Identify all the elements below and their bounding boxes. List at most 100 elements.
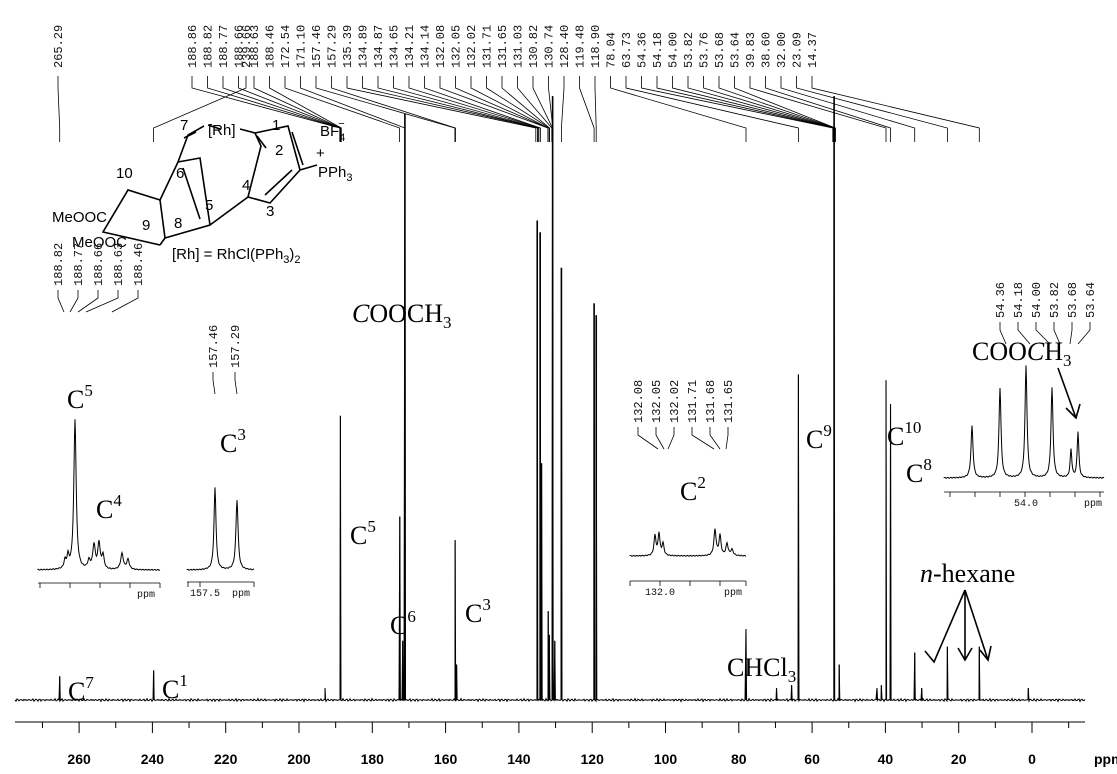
atom-number-5: 5 (205, 197, 213, 214)
x-tick-label-100: 100 (654, 751, 678, 767)
inset-peak-label: 131.65 (722, 380, 736, 423)
hexane-arrow-1 (924, 589, 966, 664)
inset-leader (212, 372, 216, 395)
peak-label: 131.71 (481, 25, 495, 68)
peak-label: 14.37 (806, 32, 820, 68)
atom-number-7: 7 (180, 117, 188, 134)
peak-label: 131.65 (496, 25, 510, 68)
inset-leader (85, 290, 119, 313)
peak-label-leader (269, 76, 342, 142)
peak-label-leader (424, 76, 541, 142)
peak-label-leader (57, 76, 61, 142)
peak-label-leader (734, 76, 836, 142)
peak-label-leader (377, 76, 539, 142)
x-axis-label: ppm (1094, 751, 1117, 767)
ester-bottom-label: MeOOC (72, 234, 127, 251)
peak-label: 134.65 (388, 25, 402, 68)
annotation-c8: C8 (906, 455, 932, 488)
peak-label-leader (579, 76, 595, 142)
inset-peak-label: 188.63 (112, 243, 126, 286)
peak-label: 188.46 (264, 25, 278, 68)
peak-label: 53.76 (698, 32, 712, 68)
peak-label-leader (656, 76, 834, 142)
peak-label: 188.77 (217, 25, 231, 68)
peak-label: 134.87 (372, 25, 386, 68)
c7-double-bond (183, 131, 197, 139)
inset-c5-label: C5 (67, 381, 93, 414)
inset-c2-label: C2 (680, 473, 706, 506)
peak-label: 54.36 (636, 32, 650, 68)
annotation-c1: C1 (162, 671, 188, 704)
inset-leader (667, 427, 675, 450)
pph3-label: PPh3 (318, 164, 352, 184)
peak-label-leader (153, 76, 247, 142)
rh-label: [Rh] (208, 122, 236, 139)
peak-label: 239.66 (240, 25, 254, 68)
inset-axis-unit: ppm (137, 590, 155, 601)
inset-peak-label: 131.71 (686, 380, 700, 423)
x-tick-label-220: 220 (214, 751, 238, 767)
hexane-arrow-3 (964, 589, 992, 662)
x-tick-label-180: 180 (361, 751, 385, 767)
inset-leader (1069, 322, 1073, 345)
rh-definition: [Rh] = RhCl(PPh3)2 (172, 246, 301, 266)
inset-leader (1053, 322, 1061, 345)
atom-number-1: 1 (272, 117, 280, 134)
peak-label: 131.03 (512, 25, 526, 68)
inset-tick-label: 132.0 (645, 588, 675, 599)
peak-label: 54.18 (651, 32, 665, 68)
peak-annotations: C7 C1 C5 C6 C3 COOCH3 CHCl3 C9 C10 C8 n-… (68, 299, 1015, 706)
inset-peak-label: 188.77 (72, 243, 86, 286)
inset-peak-label: 132.02 (668, 380, 682, 423)
annotation-cooch3: COOCH3 (352, 299, 452, 332)
inset-cooch3-label: COOCH3 (972, 337, 1072, 370)
inset-trace (943, 365, 1105, 479)
x-tick-label-0: 0 (1028, 751, 1036, 767)
peak-label: 39.83 (744, 32, 758, 68)
atom-number-10: 10 (116, 165, 133, 182)
inset-peak-label: 157.46 (207, 325, 221, 368)
x-tick-label-200: 200 (287, 751, 311, 767)
atom-number-2: 2 (275, 142, 283, 159)
peak-label: 78.04 (605, 32, 619, 68)
inset-leader (57, 290, 65, 313)
inset-leader (111, 290, 139, 313)
inset-leader (709, 427, 721, 450)
annotation-chcl3: CHCl3 (727, 653, 796, 686)
inset-peak-label: 188.82 (52, 243, 66, 286)
peak-label-leader (501, 76, 550, 142)
inset-leader (69, 290, 79, 313)
x-tick-label-140: 140 (507, 751, 531, 767)
hexane-arrows (924, 589, 992, 664)
inset-leader (691, 427, 715, 450)
inset-peak-label: 53.82 (1048, 282, 1062, 318)
atom-number-3: 3 (266, 203, 274, 220)
inset-tick-label: 157.5 (190, 589, 220, 600)
peak-label: 53.68 (713, 32, 727, 68)
inset-leader (234, 372, 238, 395)
peak-label: 128.40 (558, 25, 572, 68)
peak-label: 188.86 (186, 25, 200, 68)
peak-label: 38.60 (760, 32, 774, 68)
peak-label-leader (561, 76, 565, 142)
x-tick-label-80: 80 (731, 751, 747, 767)
x-tick-label-160: 160 (434, 751, 458, 767)
annotation-c7: C7 (68, 673, 94, 706)
peak-label-leader (393, 76, 539, 142)
molecule-labels: [Rh] 7 1 2 6 4 3 10 5 8 9 + PPh3 BF4− Me… (52, 117, 352, 266)
inset-leader (1035, 322, 1051, 345)
ester-top-label: MeOOC (52, 209, 107, 226)
peak-label: 53.64 (729, 32, 743, 68)
inset-c3-label: C3 (220, 425, 246, 458)
peak-label-leader (594, 76, 597, 142)
peak-label-leader (408, 76, 541, 142)
atom-number-6: 6 (176, 165, 184, 182)
p-bond (299, 164, 318, 171)
peak-label: 171.10 (295, 25, 309, 68)
